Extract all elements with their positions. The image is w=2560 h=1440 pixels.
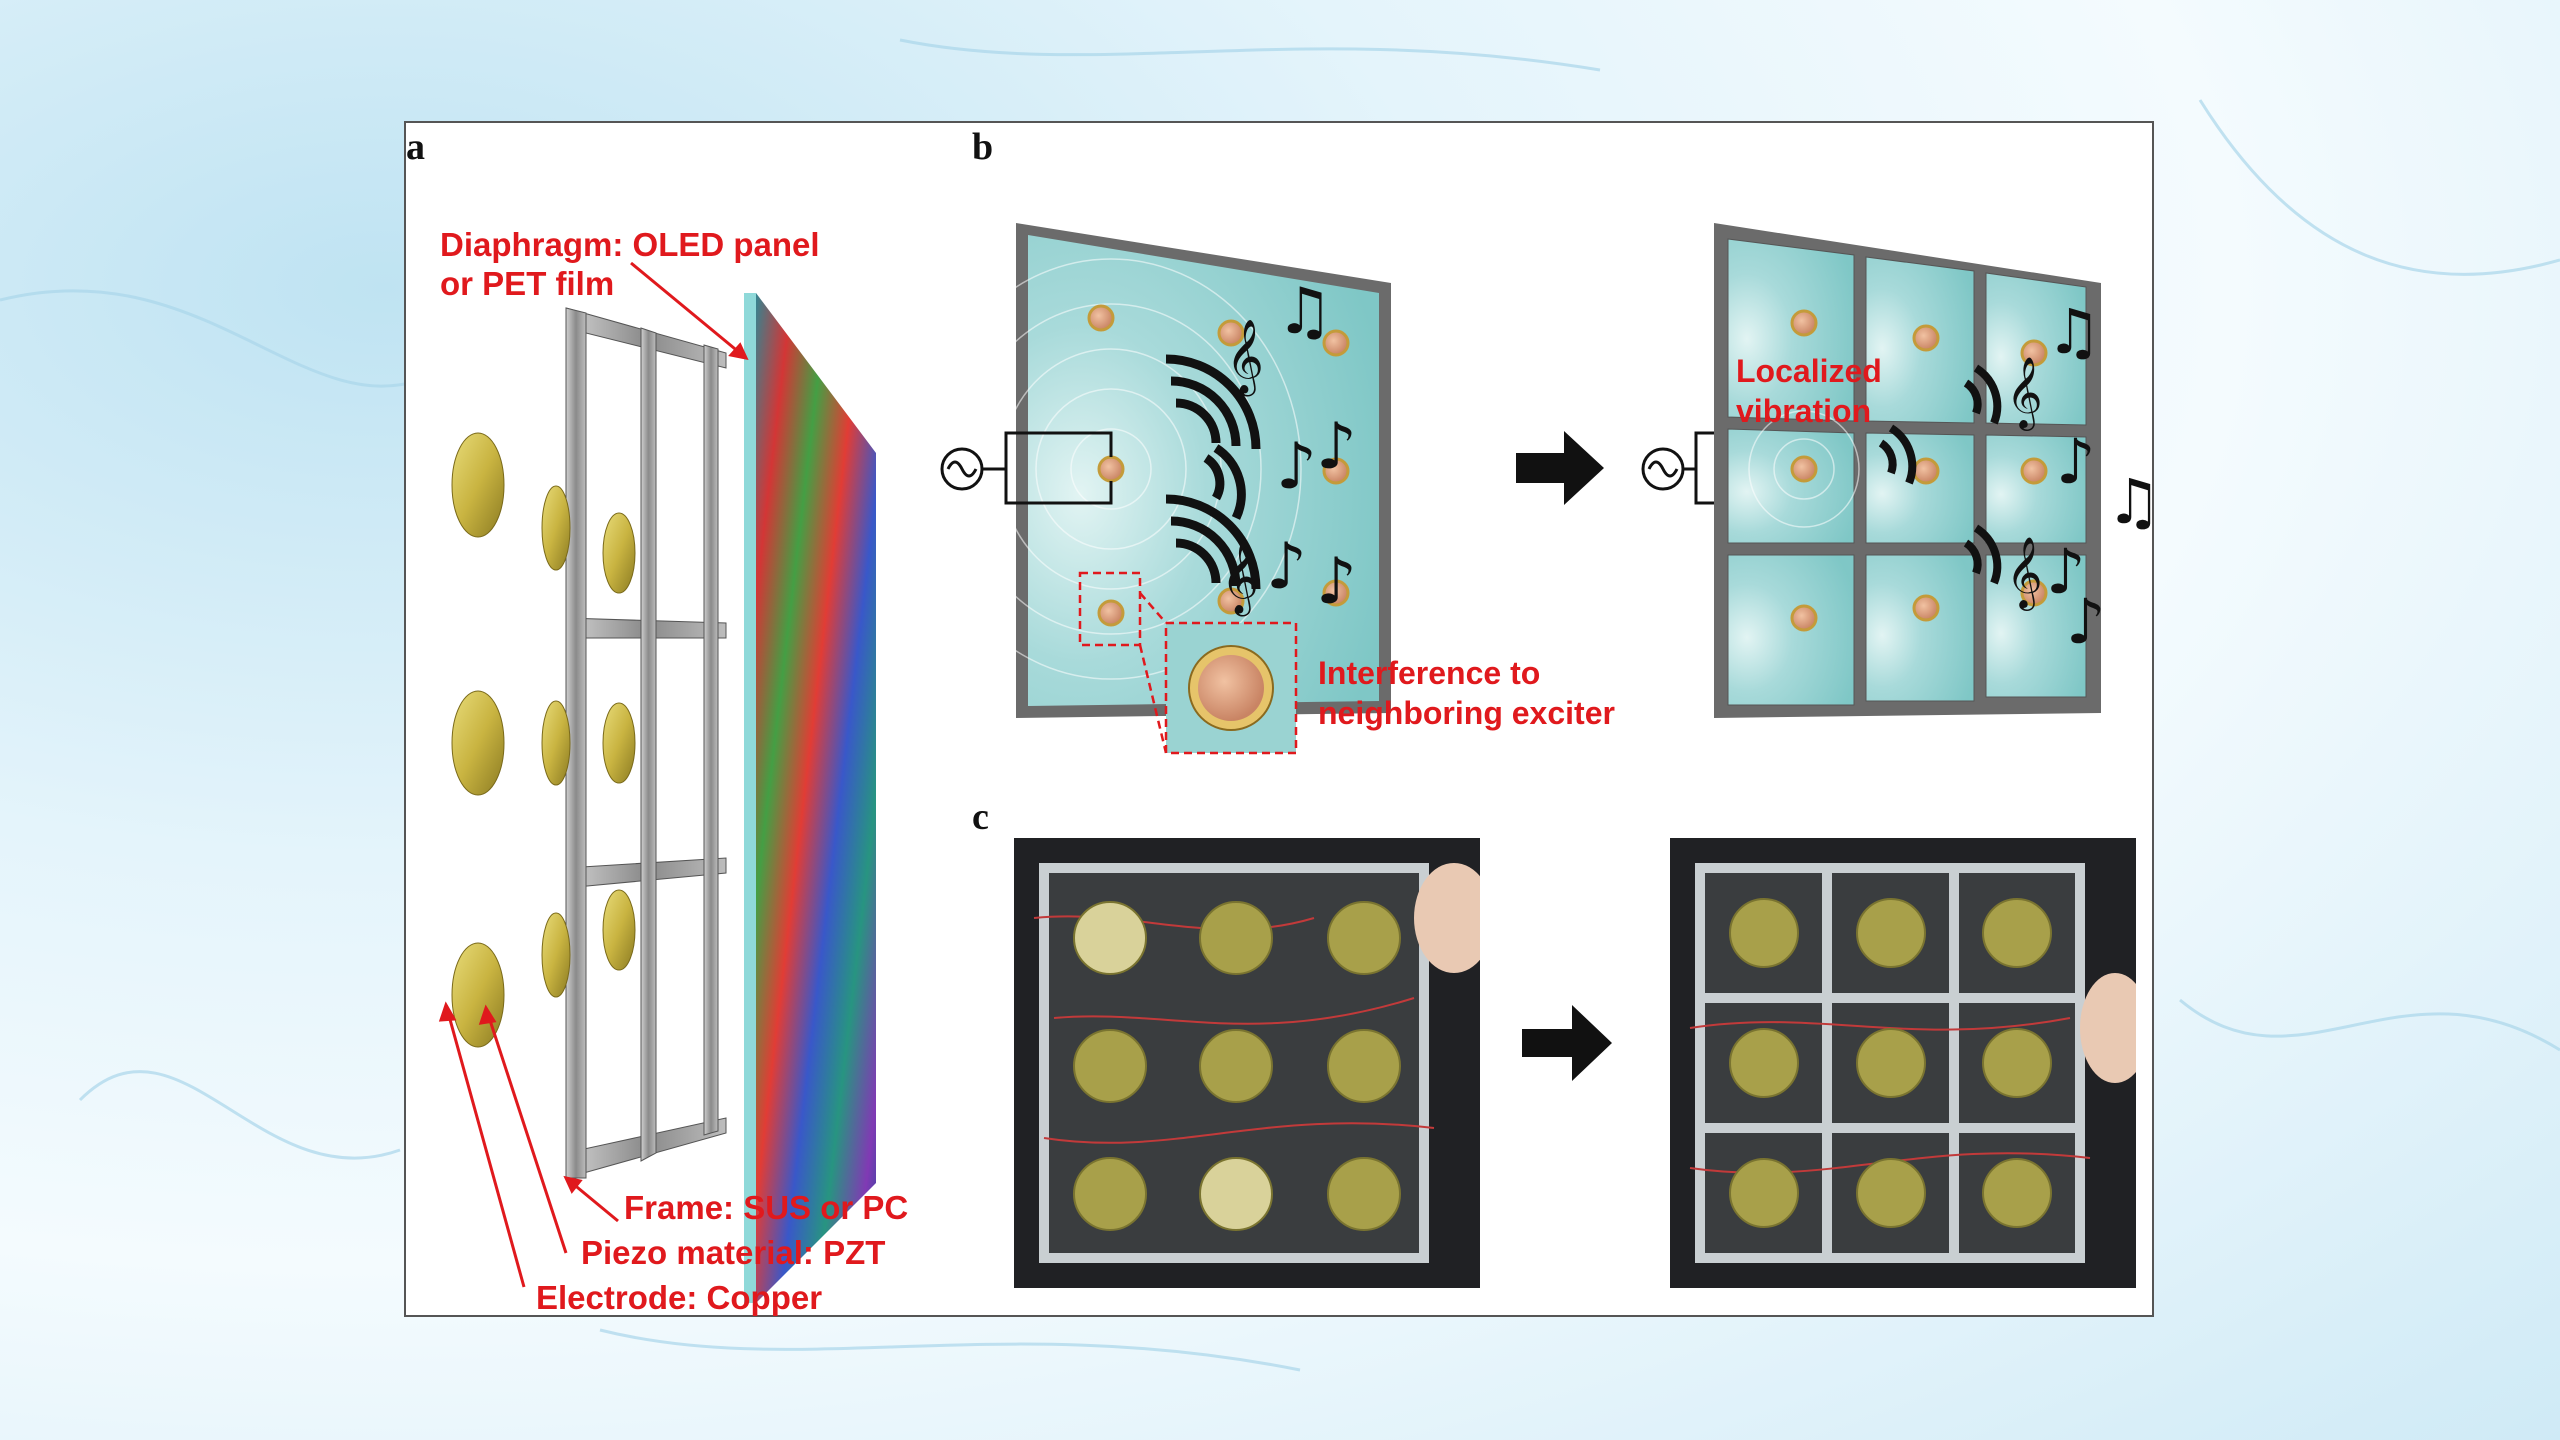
svg-text:𝄞: 𝄞 [2006, 535, 2043, 611]
sound-wave-icon [1878, 364, 2002, 585]
ac-source-icon [940, 431, 1113, 505]
electrode-disk [451, 942, 505, 1048]
sound-wave-icon [1165, 354, 1261, 590]
diagram-drawing: 𝄞 ♫ ♪ ♪ 𝄞 ♪ ♪ [438, 223, 2156, 1303]
svg-text:𝄞: 𝄞 [2006, 355, 2043, 431]
electrode-disk [451, 690, 505, 796]
panel-b-framed [1714, 223, 2101, 718]
piezo-label: Piezo material: PZT [581, 1234, 886, 1271]
panel-letter-b: b [972, 126, 994, 168]
panel-a-exploded-view [438, 261, 876, 1303]
photo-with-frame [1670, 838, 2136, 1288]
svg-text:♫: ♫ [1276, 275, 1333, 349]
electrode-label: Electrode: Copper [536, 1279, 823, 1316]
panel-letter-a: a [406, 126, 425, 168]
svg-text:𝄞: 𝄞 [1221, 540, 1259, 617]
svg-text:♪: ♪ [1266, 530, 1307, 604]
leader-arrows [438, 261, 749, 1288]
piezo-disk [541, 485, 571, 571]
diaphragm-panel [756, 293, 876, 1303]
localized-label-line2: vibration [1736, 393, 1872, 429]
figure-panel: a b c [404, 121, 2156, 1317]
piezo-disk [602, 889, 636, 971]
svg-text:♪: ♪ [1316, 545, 1357, 619]
piezo-disk [602, 512, 636, 594]
diaphragm-edge [744, 293, 756, 1303]
frame-label: Frame: SUS or PC [624, 1189, 909, 1226]
frame-grid [565, 307, 727, 1179]
electrode-disk [451, 432, 505, 538]
exciter-inset [1078, 571, 1298, 755]
svg-text:♪: ♪ [1316, 410, 1357, 484]
interference-label-line2: neighboring exciter [1318, 695, 1615, 731]
svg-text:𝄞: 𝄞 [1226, 320, 1264, 397]
music-note-icon: 𝄞 ♫ ♪ ♪ 𝄞 ♪ ♪ [1221, 275, 1357, 619]
svg-text:♪: ♪ [2066, 585, 2106, 658]
svg-text:♪: ♪ [2056, 425, 2096, 498]
piezo-disk [541, 700, 571, 786]
interference-label-line1: Interference to [1318, 655, 1541, 691]
localized-label-line1: Localized [1736, 353, 1882, 389]
exciter-disks-b [1087, 304, 1350, 627]
diaphragm-label-line1: Diaphragm: OLED panel [440, 226, 820, 263]
svg-text:♫: ♫ [2046, 295, 2102, 368]
svg-text:♪: ♪ [1276, 430, 1317, 504]
right-arrow-icon [1516, 431, 1612, 1081]
piezo-disk [541, 912, 571, 998]
panel-letter-c: c [972, 796, 989, 838]
svg-text:♪: ♪ [2046, 535, 2086, 608]
svg-text:♫: ♫ [2106, 465, 2156, 538]
music-note-icon: 𝄞 ♫ ♪ ♫ 𝄞 ♪ ♪ [2006, 295, 2156, 658]
photo-without-frame [1014, 838, 1480, 1288]
panel-b-conventional [920, 223, 1391, 718]
diaphragm-label-line2: or PET film [440, 265, 615, 302]
piezo-disk [602, 702, 636, 784]
